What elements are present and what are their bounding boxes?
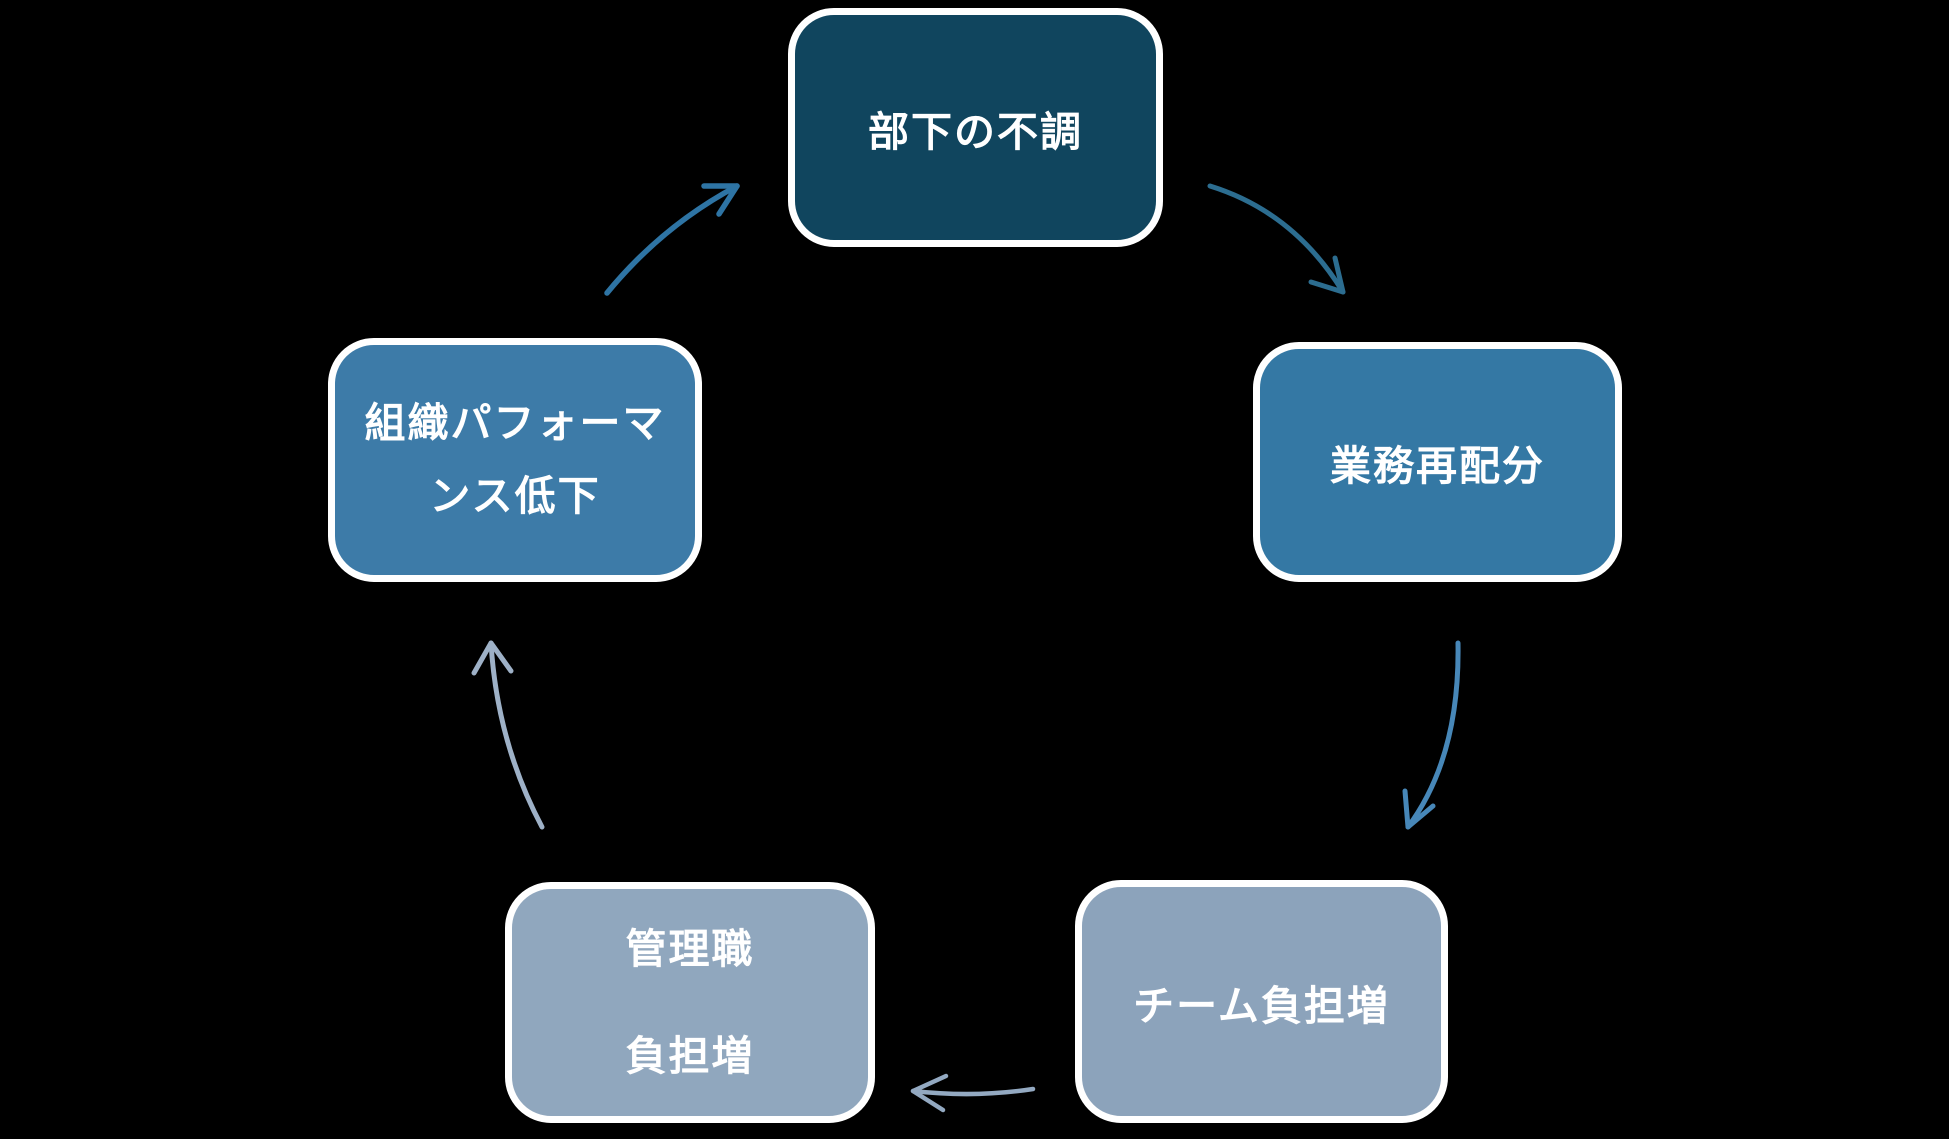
node-label: チーム負担増 xyxy=(1133,972,1390,1032)
node-team-burden-increase: チーム負担増 xyxy=(1075,880,1448,1123)
node-work-redistribution: 業務再配分 xyxy=(1253,342,1622,582)
node-label-line: 組織パフォーマ xyxy=(364,400,666,446)
arrow-shaft xyxy=(488,640,545,830)
node-label-line: 部下の不調 xyxy=(868,108,1083,155)
node-manager-burden-increase: 管理職 負担増 xyxy=(505,882,875,1123)
arrowhead-icon xyxy=(701,183,740,217)
arrowhead-icon xyxy=(1308,255,1346,295)
node-label: 業務再配分 xyxy=(1330,432,1545,492)
arrow-right-to-bottom-right xyxy=(1402,640,1461,830)
node-label: 管理職 負担増 xyxy=(626,896,755,1110)
arrow-shaft xyxy=(1405,640,1461,830)
node-label: 部下の不調 xyxy=(868,98,1083,158)
arrowhead-icon xyxy=(1402,788,1436,830)
arrow-bottom-right-to-bottom-left xyxy=(910,1073,1036,1113)
arrow-left-to-top xyxy=(604,183,740,296)
arrow-shaft xyxy=(910,1086,1036,1097)
arrow-shaft xyxy=(1207,183,1346,295)
node-label: 組織パフォーマ ンス低下 xyxy=(365,387,666,533)
node-label-line: チーム負担増 xyxy=(1133,982,1390,1029)
node-label-line: ンス低下 xyxy=(429,473,601,519)
arrow-top-to-right xyxy=(1207,183,1346,295)
arrow-bottom-left-to-left xyxy=(471,640,545,830)
arrow-shaft xyxy=(604,183,740,296)
node-label-line: 負担増 xyxy=(625,1032,755,1079)
node-label-line: 管理職 xyxy=(625,925,755,972)
node-org-performance-decline: 組織パフォーマ ンス低下 xyxy=(328,338,702,582)
arrowhead-icon xyxy=(471,640,514,676)
node-subordinate-decline: 部下の不調 xyxy=(788,8,1163,247)
node-label-line: 業務再配分 xyxy=(1330,443,1545,489)
arrowhead-icon xyxy=(910,1073,949,1113)
